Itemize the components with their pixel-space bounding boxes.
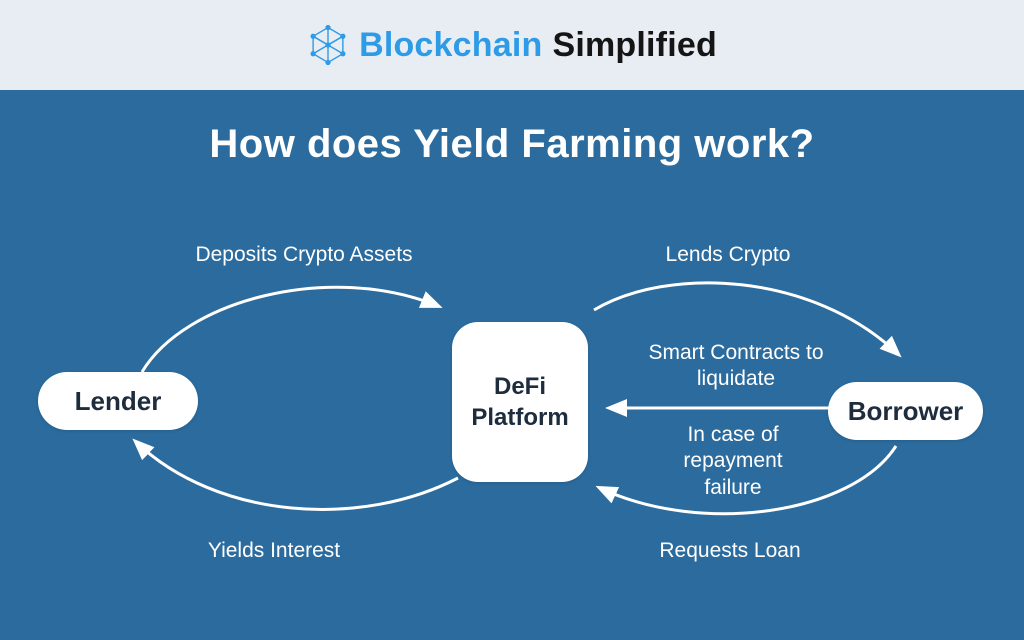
requests-arrow	[595, 445, 898, 516]
brand-secondary-text: Simplified	[552, 25, 717, 64]
edge-label-yields: Yields Interest	[207, 539, 341, 562]
edge-label-deposits: Deposits Crypto Assets	[195, 243, 413, 266]
lends-arrow	[593, 281, 902, 358]
yields-arrow	[132, 438, 459, 511]
deposits-arrow	[140, 285, 443, 373]
node-lender: Lender	[38, 372, 198, 430]
edge-label-requests: Requests Loan	[659, 539, 801, 562]
diagram-area: How does Yield Farming work? Lender D	[0, 90, 1024, 640]
blockchain-network-icon	[310, 24, 346, 66]
node-defi-platform: DeFi Platform	[452, 322, 588, 482]
edge-label-repayment: In case of repayment failure	[683, 423, 783, 499]
diagram-title: How does Yield Farming work?	[209, 122, 815, 166]
node-borrower: Borrower	[828, 382, 983, 440]
arrows-layer	[132, 281, 902, 516]
edge-label-smart-contracts: Smart Contracts to liquidate	[648, 341, 824, 391]
edge-label-lends: Lends Crypto	[665, 243, 791, 266]
node-borrower-label: Borrower	[847, 395, 964, 426]
node-lender-label: Lender	[74, 385, 162, 416]
node-platform-line1: DeFi	[493, 372, 546, 400]
brand-primary-text: Blockchain	[359, 25, 543, 64]
node-platform-line2: Platform	[471, 404, 569, 431]
